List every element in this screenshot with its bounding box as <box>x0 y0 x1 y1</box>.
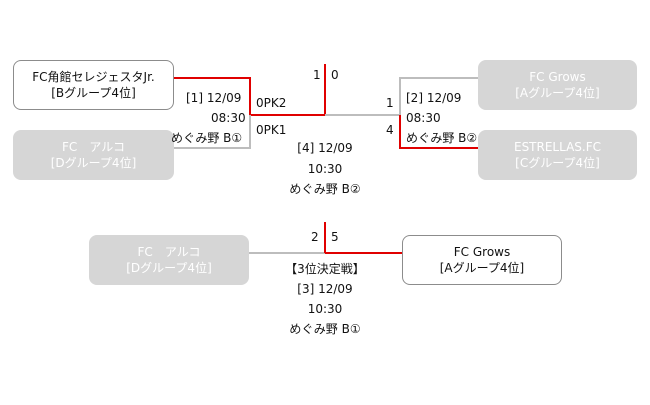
team-box-third-left[interactable]: FC アルコ [Dグループ4位] <box>89 235 249 285</box>
team-name: FC Grows <box>453 245 511 259</box>
team-group: [Dグループ4位] <box>50 156 137 170</box>
match1-time: 08:30 <box>211 111 246 125</box>
third-label: [3] 12/09 <box>297 282 353 296</box>
team-group: [Dグループ4位] <box>126 261 212 275</box>
match1-score-bottom: 0PK1 <box>256 123 287 137</box>
team-box-left-bottom[interactable]: FC アルコ [Dグループ4位] <box>13 130 174 180</box>
team-name: FC Grows <box>529 70 586 84</box>
match2-score-bottom: 4 <box>386 123 394 137</box>
team-name: FC アルコ <box>137 245 201 259</box>
team-box-third-right[interactable]: FC Grows [Aグループ4位] <box>402 235 562 285</box>
team-group: [Aグループ4位] <box>439 261 525 275</box>
line-right-top <box>325 77 478 116</box>
team-box-right-bottom[interactable]: ESTRELLAS.FC [Cグループ4位] <box>478 130 637 180</box>
team-name: FC角館セレジェスタJr. <box>32 70 155 84</box>
third-title: 【3位決定戦】 <box>285 262 365 276</box>
match2-time: 08:30 <box>406 111 441 125</box>
line-left-bottom <box>173 115 251 149</box>
third-score-left: 2 <box>311 230 319 244</box>
third-score-right: 5 <box>331 230 339 244</box>
line-left-top-winner <box>173 77 325 116</box>
final-time: 10:30 <box>307 162 343 176</box>
team-name: ESTRELLAS.FC <box>513 140 602 154</box>
team-name: FC アルコ <box>62 140 125 154</box>
team-group: [Cグループ4位] <box>515 156 600 170</box>
line-right-bottom-winner <box>399 115 478 149</box>
match1-label: [1] 12/09 <box>186 91 242 105</box>
final-score-right: 0 <box>331 68 339 82</box>
final-score-left: 1 <box>313 68 321 82</box>
match2-score-top: 1 <box>386 96 394 110</box>
team-group: [Aグループ4位] <box>515 86 600 100</box>
match1-score-top: 0PK2 <box>256 96 287 110</box>
match2-label: [2] 12/09 <box>406 91 462 105</box>
match2-venue: めぐみ野 B② <box>406 131 478 145</box>
match1-venue: めぐみ野 B① <box>171 131 243 145</box>
third-time: 10:30 <box>307 302 343 316</box>
team-box-right-top[interactable]: FC Grows [Aグループ4位] <box>478 60 637 110</box>
final-label: [4] 12/09 <box>297 141 353 155</box>
team-group: [Bグループ4位] <box>51 86 136 100</box>
final-venue: めぐみ野 B② <box>289 182 361 196</box>
team-box-left-top[interactable]: FC角館セレジェスタJr. [Bグループ4位] <box>13 60 174 110</box>
third-venue: めぐみ野 B① <box>289 322 361 336</box>
